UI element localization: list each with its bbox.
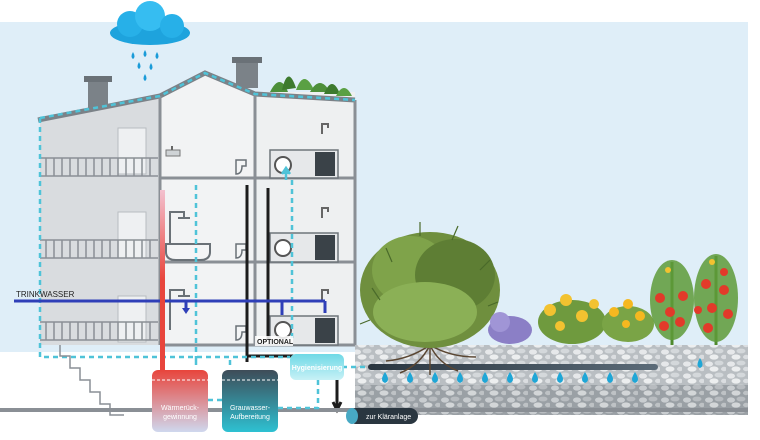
tank-connections bbox=[194, 360, 320, 410]
tomato-plant-icon bbox=[650, 254, 738, 345]
treatment-plant-label: zur Kläranlage bbox=[366, 414, 411, 421]
washing-machine-icon bbox=[269, 123, 339, 346]
hot-water-pipe bbox=[160, 190, 165, 370]
stairs bbox=[59, 345, 124, 416]
sewer-pipe bbox=[346, 408, 418, 424]
roof-plants-icon bbox=[270, 76, 352, 96]
treated-water-supply bbox=[280, 165, 292, 180]
optional-label-bg bbox=[255, 336, 293, 346]
shrub-icon bbox=[359, 222, 500, 375]
heat-recovery-label-2: gewinnung bbox=[163, 414, 197, 421]
toilet-icon bbox=[235, 159, 247, 341]
drinking-water-pipe bbox=[14, 299, 327, 315]
heat-recovery-label-1: Wärmerück- bbox=[161, 405, 200, 412]
hygiene-label: Hygienisierung bbox=[292, 365, 343, 372]
heat-recovery-tank bbox=[152, 370, 208, 432]
shower-icon bbox=[169, 211, 190, 330]
irrigation-pipe bbox=[342, 364, 658, 370]
bathtub-icon bbox=[165, 243, 211, 261]
hygiene-unit bbox=[290, 354, 344, 380]
greywater-tank bbox=[222, 370, 278, 432]
flower-icon bbox=[488, 294, 654, 344]
water-drop-icon bbox=[382, 358, 703, 383]
rain-cloud-icon bbox=[110, 1, 190, 81]
drinking-water-label: TRINKWASSER bbox=[16, 290, 75, 299]
optional-label: OPTIONAL bbox=[257, 339, 294, 346]
building bbox=[37, 57, 357, 347]
greywater-label-1: Grauwasser- bbox=[230, 405, 271, 412]
sink-icon bbox=[165, 146, 181, 157]
greywater-label-2: Aufbereitung bbox=[230, 414, 270, 421]
